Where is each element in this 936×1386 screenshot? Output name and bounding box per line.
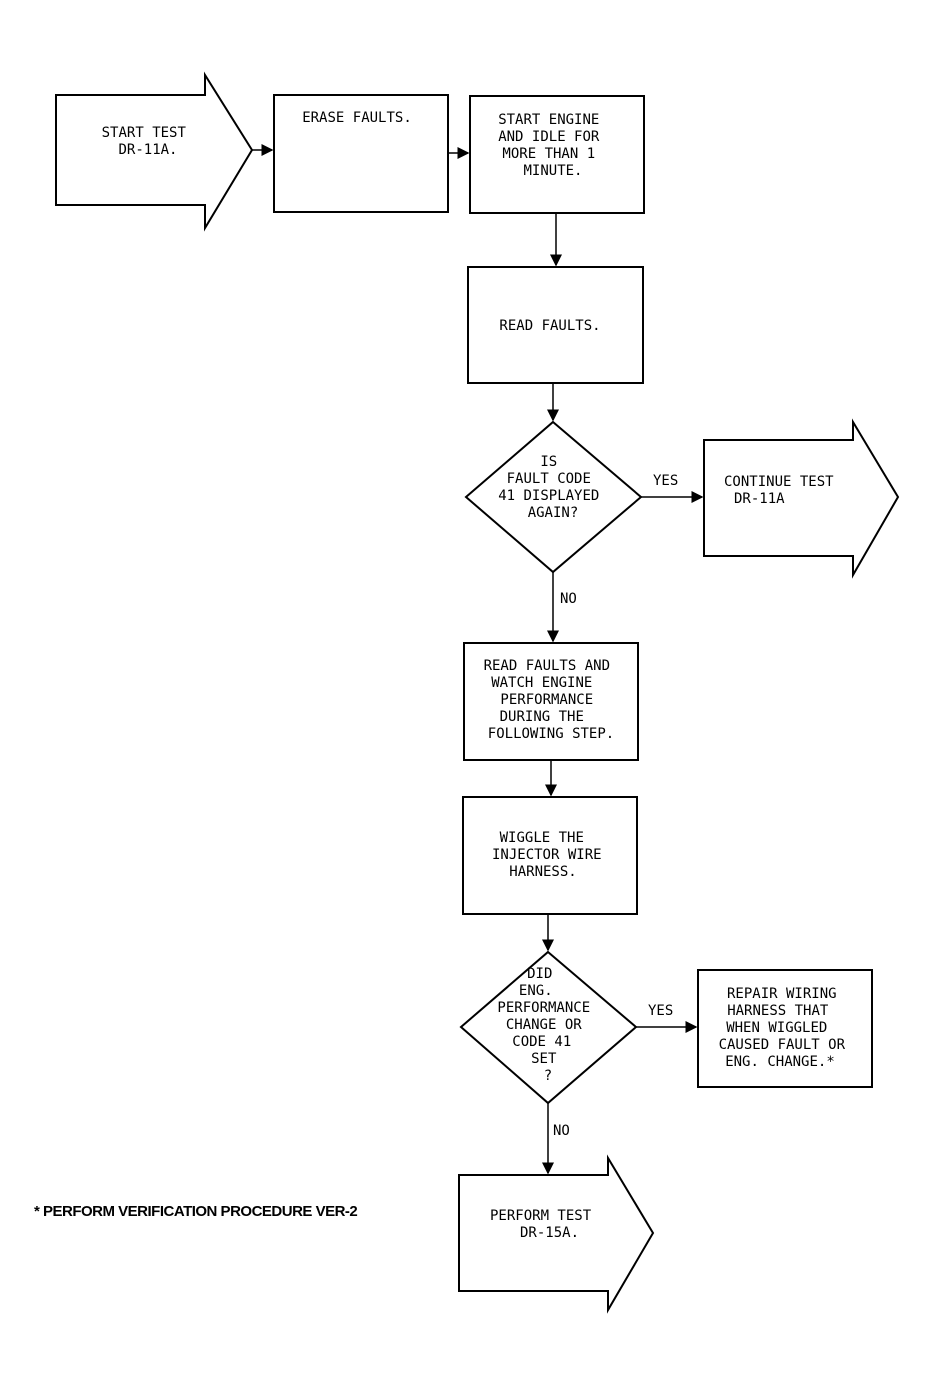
- svg-text:ERASE FAULTS.: ERASE FAULTS.: [302, 110, 412, 126]
- svg-text:PERFORM TEST DR-15A.: PERFORM TEST DR-15A.: [490, 1208, 600, 1241]
- decision2-line-2: ENG.: [519, 983, 553, 999]
- read-watch-line-5: FOLLOWING STEP.: [488, 726, 614, 742]
- decision2-line-3: PERFORMANCE: [497, 1000, 590, 1016]
- read-watch-line-3: PERFORMANCE: [500, 692, 593, 708]
- start-test-arrow: START TEST DR-11A.: [55, 71, 254, 232]
- continue-line-1: CONTINUE TEST: [724, 474, 834, 490]
- decision2-yes-label: YES: [648, 1003, 673, 1019]
- decision1-line-3: 41 DISPLAYED: [498, 488, 599, 504]
- repair-line-1: REPAIR WIRING: [727, 986, 837, 1002]
- perform-line-1: PERFORM TEST: [490, 1208, 592, 1224]
- erase-line-1: ERASE FAULTS.: [302, 110, 412, 126]
- decision2-line-6: SET: [531, 1051, 557, 1067]
- start-line-2: DR-11A.: [118, 142, 177, 158]
- wiggle-box: WIGGLE THE INJECTOR WIRE HARNESS.: [462, 796, 638, 915]
- svg-text:READ FAULTS AND WATCH EN: READ FAULTS AND WATCH ENGINE PERFORMANCE…: [484, 658, 619, 742]
- decision1-no-label: NO: [560, 591, 577, 607]
- footnote: * PERFORM VERIFICATION PROCEDURE VER-2: [34, 1203, 357, 1220]
- svg-text:REPAIR WIRING HARNESS TH: REPAIR WIRING HARNESS THAT WHEN WIGGLED …: [719, 986, 854, 1070]
- svg-text:READ FAULTS.: READ FAULTS.: [499, 318, 600, 334]
- start-engine-line-2: AND IDLE FOR: [498, 129, 600, 145]
- wiggle-line-1: WIGGLE THE: [500, 830, 584, 846]
- start-line-1: START TEST: [102, 125, 187, 141]
- perform-test-arrow: PERFORM TEST DR-15A.: [458, 1154, 655, 1314]
- svg-text:DID ENG. PERFORMAN: DID ENG. PERFORMANCE CHANGE OR CODE 41 S…: [497, 966, 598, 1084]
- svg-text:START TEST DR-11A.: START TEST DR-11A.: [102, 125, 195, 158]
- read-watch-line-4: DURING THE: [500, 709, 584, 725]
- svg-text:IS FAULT CODE 41 D: IS FAULT CODE 41 DISPLAYED AGAIN?: [498, 454, 608, 521]
- read-watch-line-1: READ FAULTS AND: [484, 658, 610, 674]
- repair-line-4: CAUSED FAULT OR: [719, 1037, 846, 1053]
- start-engine-line-1: START ENGINE: [498, 112, 599, 128]
- erase-faults-box: ERASE FAULTS.: [273, 94, 449, 213]
- wiggle-line-3: HARNESS.: [509, 864, 576, 880]
- read-watch-box: READ FAULTS AND WATCH ENGINE PERFORMANCE…: [463, 642, 639, 761]
- svg-text:CONTINUE TEST DR-11A: CONTINUE TEST DR-11A: [724, 474, 842, 507]
- svg-text:START ENGINE AND IDLE FO: START ENGINE AND IDLE FOR MORE THAN 1 MI…: [498, 112, 608, 179]
- start-engine-box: START ENGINE AND IDLE FOR MORE THAN 1 MI…: [469, 95, 645, 214]
- repair-box: REPAIR WIRING HARNESS THAT WHEN WIGGLED …: [697, 969, 873, 1088]
- decision2-no-label: NO: [553, 1123, 570, 1139]
- decision2-line-4: CHANGE OR: [506, 1017, 582, 1033]
- decision1-line-4: AGAIN?: [528, 505, 579, 521]
- decision2-line-5: CODE 41: [512, 1034, 571, 1050]
- continue-test-arrow: CONTINUE TEST DR-11A: [703, 418, 900, 579]
- read-faults-line-1: READ FAULTS.: [499, 318, 600, 334]
- start-engine-line-4: MINUTE.: [523, 163, 582, 179]
- read-watch-line-2: WATCH ENGINE: [491, 675, 592, 691]
- svg-text:WIGGLE THE INJECTOR WIRE: WIGGLE THE INJECTOR WIRE HARNESS.: [492, 830, 610, 880]
- decision1-line-1: IS: [540, 454, 557, 470]
- decision2-line-1: DID: [527, 966, 552, 982]
- wiggle-line-2: INJECTOR WIRE: [492, 847, 602, 863]
- decision-fault-code-41: IS FAULT CODE 41 DISPLAYED AGAIN?: [464, 420, 643, 574]
- decision2-line-7: ?: [544, 1068, 552, 1084]
- repair-line-5: ENG. CHANGE.*: [725, 1054, 835, 1070]
- repair-line-3: WHEN WIGGLED: [726, 1020, 827, 1036]
- decision1-yes-label: YES: [653, 473, 678, 489]
- repair-line-2: HARNESS THAT: [727, 1003, 829, 1019]
- decision1-line-2: FAULT CODE: [507, 471, 591, 487]
- perform-line-2: DR-15A.: [520, 1225, 579, 1241]
- decision-eng-performance: DID ENG. PERFORMANCE CHANGE OR CODE 41 S…: [459, 950, 638, 1105]
- read-faults-box: READ FAULTS.: [467, 266, 644, 384]
- start-engine-line-3: MORE THAN 1: [502, 146, 595, 162]
- continue-line-2: DR-11A: [734, 491, 785, 507]
